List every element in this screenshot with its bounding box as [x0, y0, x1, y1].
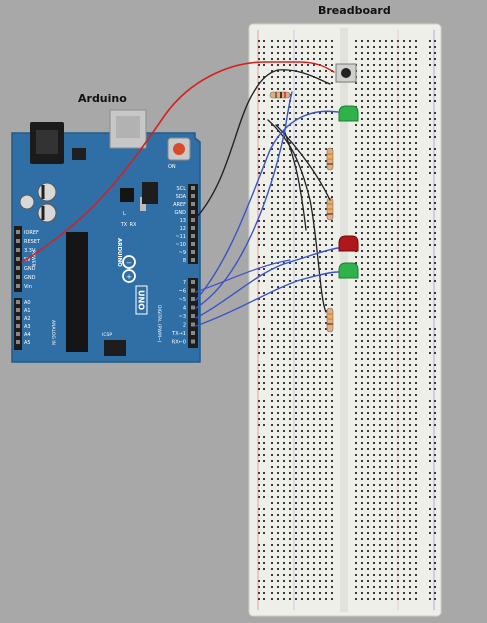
analog-pin-label: A0: [24, 300, 31, 306]
led-red[interactable]: [338, 235, 359, 252]
wire-blue-3[interactable]: [195, 247, 339, 319]
capacitor-3: [19, 194, 35, 210]
led-l-label: L: [123, 211, 126, 217]
power-pin-label: IOREF: [24, 230, 39, 236]
voltage-regulator: [72, 148, 86, 160]
digital-pin-label: AREF: [173, 202, 186, 208]
digital-pin-label: TX→1: [171, 331, 186, 337]
icsp-header: [104, 340, 126, 356]
led-green-1[interactable]: [338, 105, 359, 122]
arduino-title: Arduino: [78, 92, 127, 105]
power-pin-label: RESET: [24, 239, 41, 245]
resistor-button: [269, 91, 291, 99]
digital-header-bottom: [188, 278, 198, 348]
led-green-2[interactable]: [338, 262, 359, 279]
uno-model-text: UNO: [137, 290, 146, 310]
digital-header-top: [188, 184, 198, 264]
wire-blue-1[interactable]: [195, 110, 339, 301]
power-pin-label: 5V: [24, 257, 31, 263]
svg-text:+: +: [126, 273, 132, 281]
digital-pwm-label: DIGITAL (PWM~): [156, 305, 162, 343]
arduino-logo-text: ARDUINO: [116, 238, 122, 267]
digital-pin-label: SDA: [176, 194, 187, 200]
capacitor-2: [37, 203, 57, 223]
arduino-uno-board[interactable]: − + ARDUINO UNO POWER ANALOG IN DIGITAL …: [11, 109, 201, 363]
on-label: ON: [168, 164, 176, 170]
analog-pin-label: A1: [24, 308, 31, 314]
wire-red-button[interactable]: [264, 61, 335, 73]
svg-text:−: −: [126, 259, 132, 267]
digital-pin-label: 4: [183, 306, 186, 312]
digital-pin-label: ~11: [175, 234, 186, 240]
power-pin-label: GND: [24, 266, 36, 272]
resistor-2: [326, 197, 334, 221]
atmega-chip: [66, 232, 88, 352]
wire-blue-4[interactable]: [195, 271, 339, 327]
digital-pin-label: SCL: [177, 186, 187, 192]
wire-black-3[interactable]: [275, 124, 331, 201]
wire-blue-5[interactable]: [195, 259, 291, 293]
pushbutton[interactable]: [335, 63, 357, 83]
arduino-logo: − +: [122, 255, 136, 283]
digital-pin-label: 12: [180, 226, 186, 232]
power-label: POWER: [30, 250, 36, 267]
resistor-3: [326, 307, 334, 333]
arduino-header-pins: [16, 186, 195, 344]
digital-pin-label: 2: [183, 323, 186, 329]
digital-pin-label: ~10: [175, 242, 186, 248]
wire-black-2[interactable]: [267, 119, 327, 313]
digital-pin-label: 13: [180, 218, 186, 224]
digital-pin-label: ~3: [179, 314, 186, 320]
digital-pin-label: GND: [175, 210, 187, 216]
icsp-header-top: [142, 182, 158, 204]
analog-pin-label: A3: [24, 324, 31, 330]
power-pin-label: 3.3V: [24, 248, 36, 254]
analog-pin-label: A2: [24, 316, 31, 322]
analog-pin-label: A4: [24, 332, 31, 338]
icsp-label: ICSP: [102, 332, 112, 338]
wire-black-4[interactable]: [283, 129, 307, 231]
breadboard-title: Breadboard: [318, 4, 391, 17]
resistor-1: [326, 147, 334, 171]
tx-rx-led-label: TX: [120, 222, 128, 228]
wire-black-gnd[interactable]: [195, 69, 279, 219]
digital-pin-label: 7: [183, 280, 186, 286]
tx-rx-led-label: RX: [130, 222, 137, 228]
power-pin-label: GND: [24, 275, 36, 281]
capacitor-1: [37, 182, 57, 202]
digital-pin-label: ~6: [179, 289, 186, 295]
digital-pin-label: RX←0: [172, 340, 186, 346]
digital-pin-label: ~5: [179, 297, 186, 303]
analog-in-label: ANALOG IN: [50, 320, 56, 345]
wire-red-5v[interactable]: [21, 61, 266, 263]
digital-pin-label: ~9: [179, 250, 186, 256]
wires: [21, 61, 339, 327]
analog-pin-label: A5: [24, 340, 31, 346]
breadboard-holes: [258, 40, 436, 600]
digital-pin-label: 8: [183, 258, 186, 264]
power-pin-label: Vin: [24, 284, 32, 290]
wire-black-1[interactable]: [277, 69, 331, 85]
usb-chip: [120, 188, 134, 202]
